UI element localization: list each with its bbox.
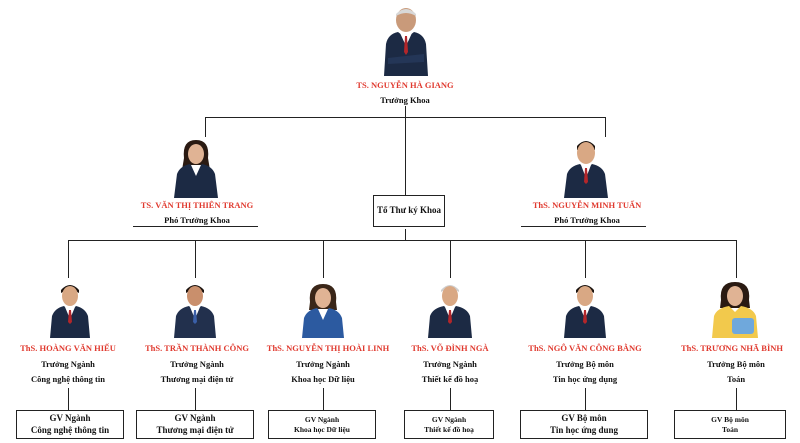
left-deputy-underline <box>133 226 258 227</box>
staff-box-2: GV Ngành Thương mại điện tử <box>136 410 254 439</box>
head-role-1: Trưởng Ngành <box>41 359 95 369</box>
right-deputy-underline <box>521 226 646 227</box>
head-drop-line-1 <box>68 240 69 278</box>
head-unit-2: Thương mại điện tử <box>160 374 234 384</box>
dean-role: Trưởng Khoa <box>380 95 430 105</box>
dean-portrait <box>384 8 428 76</box>
head-name-1: ThS. HOÀNG VĂN HIẾU <box>20 343 116 353</box>
head-unit-5: Tin học ứng dụng <box>552 374 618 384</box>
heads-stem-line <box>405 229 406 240</box>
head-drop-line-5 <box>585 240 586 278</box>
heads-branch-line <box>68 240 736 241</box>
left-deputy-drop-line <box>205 117 206 137</box>
deputy-right-name: ThS. NGUYỄN MINH TUẤN <box>532 200 642 210</box>
head-role-6: Trưởng Bộ môn <box>707 359 765 369</box>
box-drop-line-5 <box>585 388 586 410</box>
head-name-3: ThS. NGUYỄN THỊ HOÀI LINH <box>266 343 390 353</box>
box-drop-line-4 <box>450 388 451 410</box>
head-role-5: Trưởng Bộ môn <box>556 359 614 369</box>
staff-box-title-3: GV Ngành <box>304 415 340 425</box>
dean-stem-line <box>405 106 406 195</box>
box-drop-line-6 <box>736 388 737 410</box>
head-name-4: ThS. VÕ ĐÌNH NGÀ <box>411 343 489 353</box>
staff-box-sub-4: Thiết kế đồ hoạ <box>424 424 474 434</box>
secretary-label: Tổ Thư ký Khoa <box>376 205 441 216</box>
staff-box-4: GV Ngành Thiết kế đồ hoạ <box>404 410 494 439</box>
head-name-5: ThS. NGÔ VĂN CÔNG BẰNG <box>528 343 642 353</box>
head-portrait-6 <box>712 282 758 338</box>
head-role-4: Trưởng Ngành <box>423 359 477 369</box>
head-role-3: Trưởng Ngành <box>296 359 350 369</box>
staff-box-sub-6: Toán <box>722 424 738 434</box>
head-drop-line-2 <box>195 240 196 278</box>
head-portrait-1 <box>50 285 90 338</box>
box-drop-line-1 <box>68 388 69 410</box>
deputy-left-role: Phó Trưởng Khoa <box>164 215 230 225</box>
staff-box-3: GV Ngành Khoa học Dữ liệu <box>268 410 376 439</box>
staff-box-title-4: GV Ngành <box>431 415 467 425</box>
head-role-2: Trưởng Ngành <box>170 359 224 369</box>
dean-name: TS. NGUYỄN HÀ GIANG <box>356 80 454 90</box>
head-name-2: ThS. TRẦN THÀNH CÔNG <box>144 343 250 353</box>
deputy-right-role: Phó Trưởng Khoa <box>554 215 620 225</box>
staff-box-title-6: GV Bộ môn <box>711 415 749 425</box>
head-unit-4: Thiết kế đồ hoạ <box>421 374 479 384</box>
head-unit-3: Khoa học Dữ liệu <box>291 374 355 384</box>
staff-box-sub-1: Công nghệ thông tin <box>30 424 110 435</box>
staff-box-sub-2: Thương mại điện tử <box>156 424 234 435</box>
staff-box-5: GV Bộ môn Tin học ứng dung <box>520 410 648 439</box>
right-deputy-drop-line <box>605 117 606 137</box>
deputy-left-name: TS. VĂN THỊ THIÊN TRANG <box>140 200 254 210</box>
staff-box-1: GV Ngành Công nghệ thông tin <box>16 410 124 439</box>
head-portrait-3 <box>302 284 344 338</box>
head-portrait-5 <box>564 285 606 338</box>
staff-box-title-5: GV Bộ môn <box>561 413 607 424</box>
head-name-6: ThS. TRƯƠNG NHÃ BÌNH <box>680 343 784 353</box>
staff-box-sub-3: Khoa học Dữ liệu <box>294 424 350 434</box>
secretary-box: Tổ Thư ký Khoa <box>373 195 445 227</box>
head-portrait-2 <box>174 285 216 338</box>
head-unit-1: Công nghệ thông tin <box>31 374 105 384</box>
head-drop-line-6 <box>736 240 737 278</box>
staff-box-title-2: GV Ngành <box>174 413 216 424</box>
staff-box-6: GV Bộ môn Toán <box>674 410 786 439</box>
deputy-right-portrait <box>564 141 608 198</box>
deputy-left-portrait <box>174 140 218 198</box>
head-drop-line-3 <box>323 240 324 278</box>
staff-box-title-1: GV Ngành <box>49 413 91 424</box>
head-drop-line-4 <box>450 240 451 278</box>
head-portrait-4 <box>428 285 472 338</box>
box-drop-line-2 <box>195 388 196 410</box>
head-unit-6: Toán <box>726 374 746 384</box>
box-drop-line-3 <box>323 388 324 410</box>
staff-box-sub-5: Tin học ứng dung <box>549 424 619 435</box>
